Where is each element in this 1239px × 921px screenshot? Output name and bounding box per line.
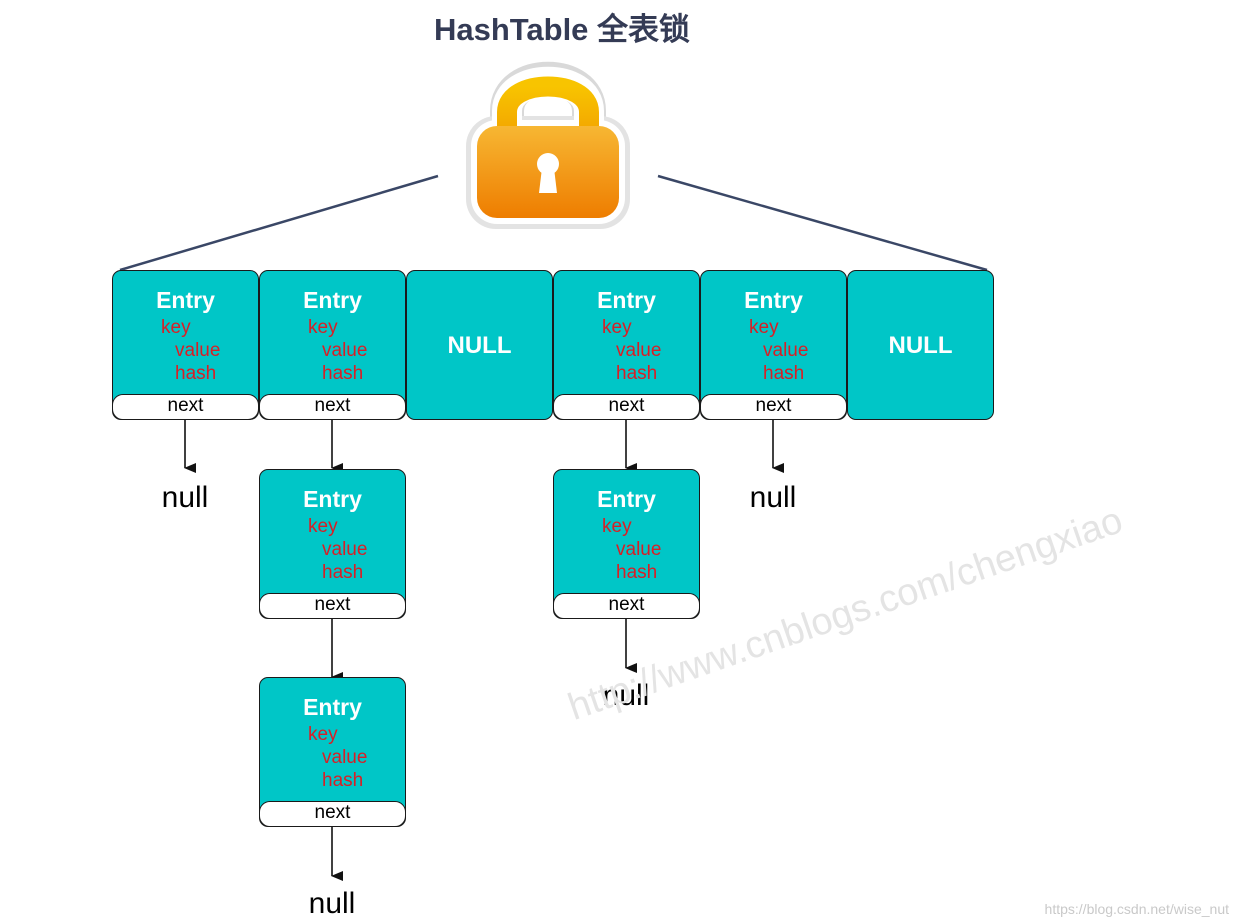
null-bucket: NULL <box>406 270 553 420</box>
null-terminator: null <box>749 481 797 514</box>
null-bucket: NULL <box>847 270 994 420</box>
lock-line-right <box>657 174 988 272</box>
value-field: value <box>763 340 809 361</box>
entry-node: Entry key value hash next <box>553 469 700 619</box>
entry-node: Entry key value hash next <box>112 270 259 420</box>
key-field: key <box>161 317 191 338</box>
key-field: key <box>602 516 632 537</box>
padlock-icon <box>466 61 630 229</box>
value-field: value <box>175 340 221 361</box>
credit-text: https://blog.csdn.net/wise_nut <box>1044 901 1229 917</box>
value-field: value <box>616 340 662 361</box>
null-terminator: null <box>161 481 209 514</box>
hash-field: hash <box>175 363 217 384</box>
entry-title: Entry <box>303 694 362 720</box>
entry-title: Entry <box>303 287 362 313</box>
lock-line-left <box>119 174 439 272</box>
next-field: next <box>259 801 406 827</box>
entry-node: Entry key value hash next <box>259 469 406 619</box>
next-field: next <box>700 394 847 420</box>
diagram-title: HashTable 全表锁 <box>433 12 691 47</box>
value-field: value <box>322 539 368 560</box>
entry-title: Entry <box>597 486 656 512</box>
hash-field: hash <box>322 562 364 583</box>
entry-node: Entry key value hash next <box>700 270 847 420</box>
value-field: value <box>322 747 368 768</box>
hash-field: hash <box>616 562 658 583</box>
entry-node: Entry key value hash next <box>259 677 406 827</box>
next-field: next <box>553 394 700 420</box>
null-bucket-label: NULL <box>447 332 512 359</box>
entry-node: Entry key value hash next <box>259 270 406 420</box>
key-field: key <box>308 516 338 537</box>
null-bucket-label: NULL <box>888 332 953 359</box>
entry-title: Entry <box>744 287 803 313</box>
next-field: next <box>259 593 406 619</box>
entry-title: Entry <box>303 486 362 512</box>
key-field: key <box>308 317 338 338</box>
entry-title: Entry <box>597 287 656 313</box>
hash-field: hash <box>322 770 364 791</box>
value-field: value <box>322 340 368 361</box>
null-terminator: null <box>602 679 650 712</box>
next-field: next <box>259 394 406 420</box>
key-field: key <box>602 317 632 338</box>
key-field: key <box>308 724 338 745</box>
entry-title: Entry <box>156 287 215 313</box>
value-field: value <box>616 539 662 560</box>
next-field: next <box>112 394 259 420</box>
hash-field: hash <box>616 363 658 384</box>
null-terminator: null <box>308 887 356 920</box>
entry-node: Entry key value hash next <box>553 270 700 420</box>
hash-field: hash <box>322 363 364 384</box>
key-field: key <box>749 317 779 338</box>
hash-field: hash <box>763 363 805 384</box>
next-field: next <box>553 593 700 619</box>
